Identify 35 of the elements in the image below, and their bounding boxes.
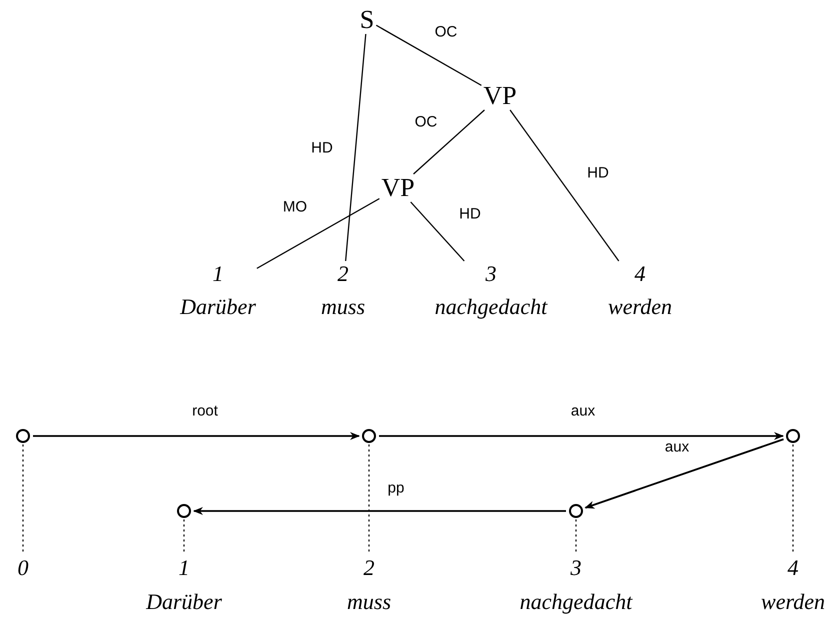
token-word: werden	[761, 590, 825, 614]
token-word: muss	[347, 590, 391, 614]
token-index: 2	[338, 262, 348, 286]
tree-branch	[510, 110, 620, 262]
arrow	[379, 432, 784, 440]
token-index: 4	[634, 262, 646, 286]
token-index: 1	[212, 262, 224, 286]
phrase-label: VP	[482, 83, 518, 109]
tree-branch	[376, 24, 482, 86]
token-word: Darüber	[146, 590, 222, 614]
node-circle	[569, 504, 583, 518]
token-index: 3	[570, 556, 582, 580]
node-circle	[362, 429, 376, 443]
arrow	[193, 507, 566, 515]
node-circle	[16, 429, 30, 443]
token-word: werden	[608, 295, 672, 319]
token-index: 4	[788, 556, 798, 580]
arrow	[33, 432, 360, 440]
phrase-label: VP	[380, 175, 416, 201]
arrow	[584, 438, 784, 509]
tree-branch	[345, 34, 366, 262]
token-word: Darüber	[180, 295, 256, 319]
node-circle	[786, 429, 800, 443]
token-index: 1	[178, 556, 190, 580]
phrase-label: S	[358, 7, 376, 33]
tree-branch	[410, 202, 465, 262]
token-word: muss	[321, 295, 365, 319]
token-index: 0	[18, 556, 28, 580]
tree-branch	[413, 110, 485, 174]
token-index: 2	[364, 556, 374, 580]
token-word: nachgedacht	[434, 295, 548, 319]
token-index: 3	[486, 262, 496, 286]
node-circle	[177, 504, 191, 518]
token-word: nachgedacht	[520, 590, 632, 614]
tree-branch	[256, 198, 380, 269]
